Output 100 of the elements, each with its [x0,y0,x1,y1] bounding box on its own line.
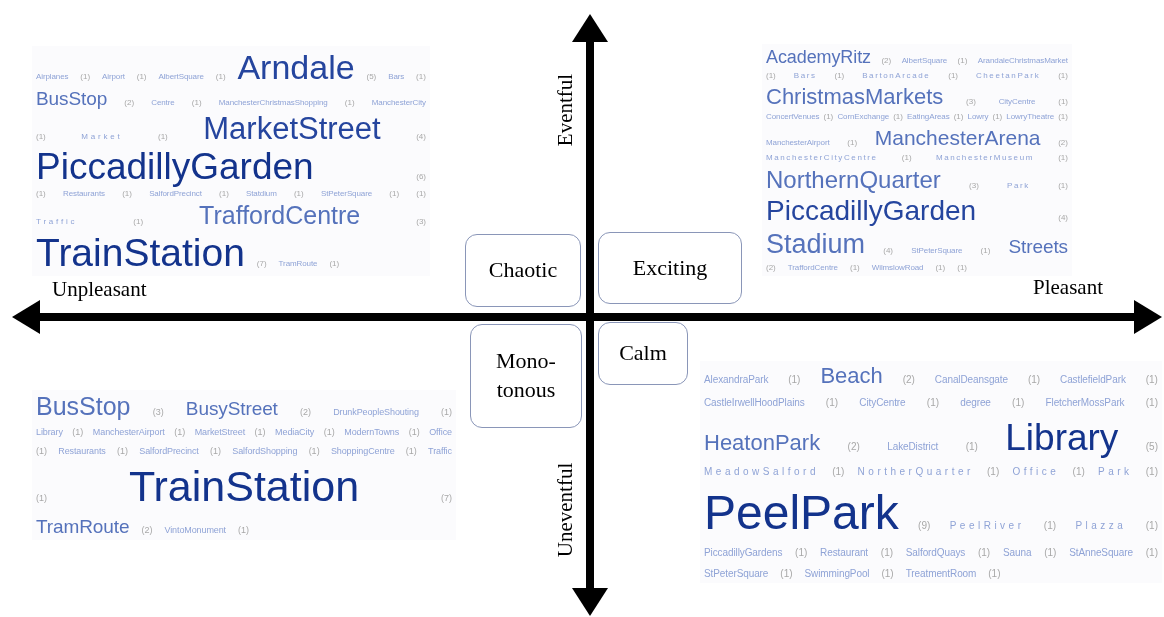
count-label: (1) [977,547,991,558]
count-label: (1) [881,568,894,579]
cloud-word: FletcherMossPark [1045,398,1125,409]
count-label: (1) [72,428,84,438]
cloud-word: Library [1005,419,1119,457]
count-label: (1) [880,547,894,558]
count-label: (1) [1044,547,1057,558]
count-label: (2) [902,375,915,385]
count-label: (3) [969,181,979,190]
cloud-word: TramRoute [278,259,318,268]
cloud-word: Traffic [428,446,452,456]
count-label: (1) [1027,375,1041,385]
count-label: (1) [948,71,958,80]
count-label: (1) [766,71,776,80]
cloud-word: MeadowSalford [704,467,819,478]
count-label: (1) [116,446,128,456]
cloud-word: Office [1012,467,1060,478]
count-label: (2) [847,442,860,453]
count-label: (1) [1058,71,1068,80]
count-label: (1) [1145,520,1158,531]
cloud-word: ShoppingCentre [330,446,395,456]
cloud-word: EatingAreas [907,113,950,122]
category-box: Calm [598,322,688,385]
count-label: (1) [980,247,991,256]
count-label: (1) [416,190,426,199]
cloud-word: BusStop [36,88,108,108]
cloud-word: PiccadillyGardens [704,547,783,558]
cloud-word: SwimmingPool [804,568,870,579]
count-label: (1) [158,132,168,141]
cloud-word: AlbertSquare [901,57,948,65]
count-label: (1) [825,398,839,409]
cloud-word: TreatmentRoom [905,568,977,579]
count-label: (1) [405,446,417,456]
count-label: (1) [122,190,132,199]
count-label: (1) [992,113,1003,122]
cloud-word: StPeterSquare [911,247,963,256]
cloud-word: CityCentre [859,398,906,409]
count-label: (1) [957,263,967,272]
axis-label: Unpleasant [52,279,147,300]
count-label: (2) [881,57,892,65]
count-label: (4) [883,247,893,256]
cloud-word: CastleIrwellHoodPlains [704,398,805,409]
count-label: (1) [926,398,940,409]
count-label: (1) [416,73,426,81]
cloud-word: AlexandraPark [704,375,769,385]
cloud-word: ManchesterMuseum [935,153,1034,162]
count-label: (1) [254,428,266,438]
count-label: (1) [987,467,1000,478]
count-label: (1) [329,259,340,268]
cloud-word: Traffic [36,218,78,227]
count-label: (1) [408,428,420,438]
cloud-word: ModernTowns [344,428,400,438]
count-label: (9) [918,520,931,531]
count-label: (1) [36,132,46,141]
cloud-word: TraffordCentre [199,203,361,229]
count-label: (1) [133,218,144,227]
count-label: (1) [1145,375,1158,385]
cloud-word: BusyStreet [185,399,278,418]
cloud-word: Restaurants [62,190,105,199]
count-label: (1) [219,190,229,199]
count-label: (1) [1012,398,1025,409]
cloud-word: WilmslowRoad [871,263,924,272]
count-label: (1) [308,446,320,456]
count-label: (1) [901,153,912,162]
count-label: (1) [36,493,47,503]
count-label: (1) [441,408,452,417]
cloud-word: MarketStreet [203,112,381,144]
cloud-word: LowryTheatre [1006,113,1055,122]
cloud-word: Beach [820,365,883,387]
cloud-word: Centre [151,98,175,107]
cloud-word: MarketStreet [194,428,246,438]
cloud-word: ManchesterAirport [766,139,830,148]
cloud-word: Sauna [1002,547,1032,558]
count-label: (1) [1058,181,1068,190]
count-label: (1) [847,139,858,148]
axis-label: Eventful [554,73,576,147]
cloud-word: Restaurant [820,547,869,558]
count-label: (1) [893,113,903,122]
cloud-word: Bars [388,73,405,81]
cloud-word: Streets [1008,237,1068,257]
count-label: (1) [953,113,964,122]
category-box: Mono- tonous [470,324,582,428]
cloud-word: StPeterSquare [704,568,769,579]
count-label: (1) [832,467,845,478]
count-label: (1) [795,547,808,558]
cloud-word: BartonArcade [862,71,931,80]
count-label: (1) [788,375,801,385]
count-label: (1) [36,446,47,456]
cloud-word: AcademyRitz [766,48,871,66]
cloud-word: NortherQuarter [857,467,974,478]
cloud-word: PeelRiver [949,520,1025,531]
cloud-word: ManchesterCity [371,98,426,107]
count-label: (1) [191,98,202,107]
cloud-word: Restaurants [58,446,106,456]
cloud-word: Plazza [1075,520,1127,531]
cloud-word: Airplanes [36,73,69,81]
count-label: (1) [210,446,222,456]
cloud-word: SalfordPrecinct [149,190,202,199]
cloud-word: ManchesterArena [874,127,1041,149]
cloud-word: degree [960,398,991,409]
